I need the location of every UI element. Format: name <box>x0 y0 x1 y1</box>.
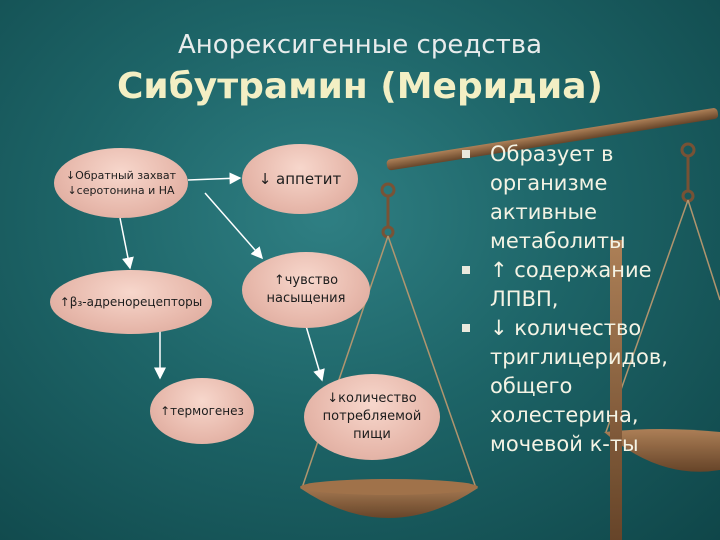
node-satiety-line1: ↑чувство <box>273 273 339 288</box>
arrow-appetite-satiety <box>204 192 263 260</box>
node-thermogenesis-line1: ↑термогенез <box>160 404 244 418</box>
node-satiety: ↑чувство насыщения <box>242 252 370 328</box>
bullet-item: ↑ содержание ЛПВП, <box>462 256 712 314</box>
bullet-square-icon <box>462 266 470 274</box>
node-beta3: ↑β₃-адренорецепторы <box>50 270 212 334</box>
page-title: Сибутрамин (Меридиа) <box>117 66 603 107</box>
bullet-item: Образует в организме активные метаболиты <box>462 140 712 256</box>
node-food-line3: пищи <box>353 427 391 442</box>
bullet-text: ↑ содержание ЛПВП, <box>490 258 652 311</box>
node-satiety-line2: насыщения <box>266 291 346 306</box>
bullet-item: ↓ количество триглицеридов, общего холес… <box>462 314 712 459</box>
arrow-reuptake-appetite <box>187 172 242 185</box>
node-reuptake-line1: ↓Обратный захват <box>65 169 177 182</box>
node-food-line1: ↓количество <box>327 391 417 406</box>
node-food: ↓количество потребляемой пищи <box>304 374 440 460</box>
node-reuptake: ↓Обратный захват ↓серотонина и НА <box>54 148 188 218</box>
page-subtitle: Анорексигенные средства <box>178 30 542 60</box>
node-appetite: ↓ аппетит <box>242 144 358 214</box>
arrow-reuptake-beta3 <box>119 217 134 270</box>
bullet-text: ↓ количество триглицеридов, общего холес… <box>490 316 668 456</box>
node-food-line2: потребляемой <box>322 409 422 424</box>
node-appetite-line1: ↓ аппетит <box>258 170 342 188</box>
bullet-list: Образует в организме активные метаболиты… <box>462 140 712 459</box>
node-reuptake-line2: ↓серотонина и НА <box>67 184 175 197</box>
arrow-satiety-food <box>305 325 325 382</box>
bullet-text: Образует в организме активные метаболиты <box>490 142 626 253</box>
diagram-arrows <box>119 172 325 382</box>
bullet-square-icon <box>462 150 470 158</box>
bullet-square-icon <box>462 324 470 332</box>
node-beta3-line1: ↑β₃-адренорецепторы <box>59 295 203 309</box>
node-thermogenesis: ↑термогенез <box>150 378 254 444</box>
